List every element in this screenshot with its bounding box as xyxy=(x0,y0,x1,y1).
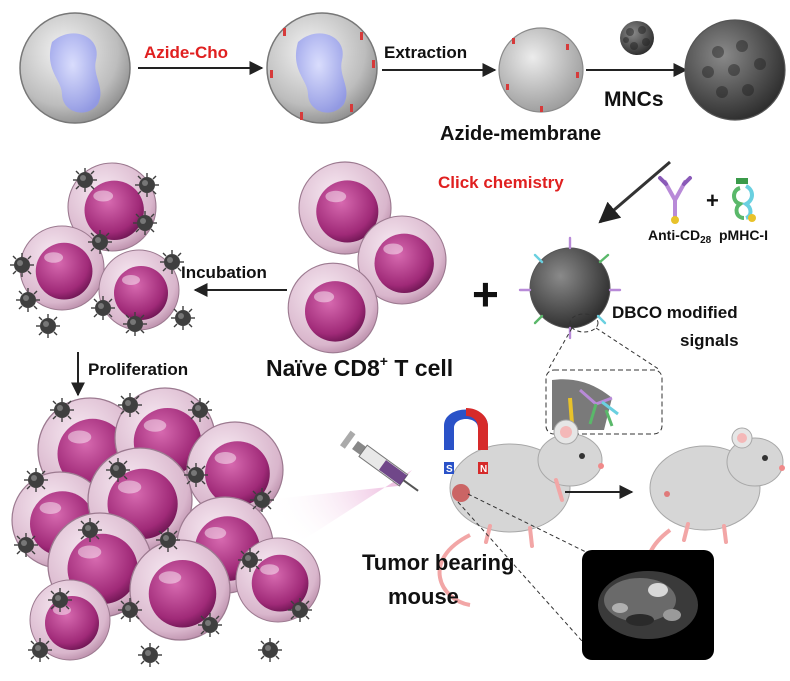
tumor-mouse-icon xyxy=(437,419,604,607)
magnet-n-pole: N xyxy=(480,464,487,475)
naive-t-cell-label: Naïve CD8+ T cell xyxy=(266,353,453,381)
extraction-label: Extraction xyxy=(384,43,467,62)
zoom-inset xyxy=(545,313,663,435)
mncs-label: MNCs xyxy=(604,88,664,111)
click-chemistry-arrow xyxy=(598,160,671,224)
anti-cd28-antibody-icon xyxy=(658,176,692,224)
azide-labeled-cell-icon xyxy=(266,12,378,124)
pmhc-molecule-icon xyxy=(732,178,756,222)
mnc-nanocluster-icon xyxy=(620,21,654,55)
pmhc-label: pMHC-I xyxy=(719,227,768,243)
incubated-t-cells xyxy=(9,162,196,339)
tumor-mouse-label-line1: Tumor bearing xyxy=(362,550,514,575)
azide-cho-label: Azide-Cho xyxy=(144,43,228,62)
dbco-label-line1: DBCO modified xyxy=(612,303,738,322)
reagent-plus-sign: + xyxy=(706,188,719,213)
functionalized-mnc-icon xyxy=(518,236,622,340)
proliferation-label: Proliferation xyxy=(88,360,188,379)
dbco-label-line2: signals xyxy=(680,331,739,350)
anti-cd28-label: Anti-CD28 xyxy=(648,227,712,246)
magnet-icon xyxy=(444,408,488,474)
azide-membrane-label: Azide-membrane xyxy=(440,123,601,145)
tumor-mouse-label-line2: mouse xyxy=(388,584,459,609)
mri-scan-icon xyxy=(582,550,714,660)
membrane-coated-mnc-icon xyxy=(684,19,786,121)
mri-callout-lines xyxy=(457,493,591,651)
original-cell-icon xyxy=(19,12,131,124)
combine-plus-sign: + xyxy=(472,268,499,320)
naive-t-cell-icon xyxy=(287,161,447,354)
incubation-label: Incubation xyxy=(181,263,267,282)
syringe-icon xyxy=(340,430,419,492)
click-chemistry-label: Click chemistry xyxy=(438,173,564,192)
azide-membrane-vesicle-icon xyxy=(498,27,584,113)
injection-cone xyxy=(265,470,412,560)
magnet-s-pole: S xyxy=(446,464,453,475)
